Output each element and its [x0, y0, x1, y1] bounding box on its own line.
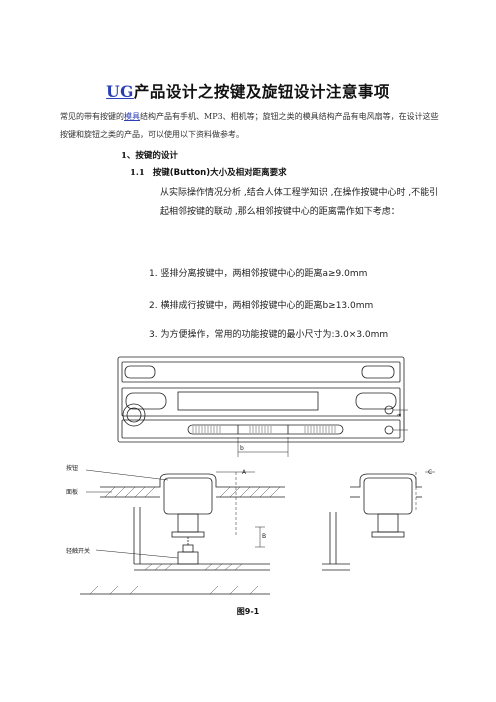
mold-link[interactable]: 模具: [124, 112, 140, 121]
left-button-pill: [125, 392, 167, 410]
knob-inner: [126, 407, 142, 423]
dim-label-a: a: [396, 413, 403, 417]
subsection-title: 按键(Button)大小及相对距离要求: [152, 168, 287, 178]
dim-label-B: B: [262, 533, 266, 540]
side-button-bottom: [384, 425, 394, 435]
pill-button-row: [187, 424, 344, 435]
body-paragraph: 从实际操作情况分析 ,结合人体工程学知识 ,在操作按键中心时 ,不能引起相邻按键…: [160, 188, 439, 217]
dim-label-b: b: [240, 445, 244, 452]
subsection-number: 1.1: [130, 168, 145, 178]
section-heading: 1、按键的设计: [121, 151, 178, 161]
cross-section-left: [80, 469, 285, 595]
label-tact-switch: 轻触开关: [66, 547, 90, 555]
intro-paragraph: 常见的带有按键的模具结构产品有手机、MP3、相机等；旋钮之类的模具结构产品有电风…: [60, 108, 445, 144]
top-strip: [121, 361, 401, 383]
cross-section-right: [322, 471, 435, 571]
side-button-top: [384, 405, 394, 415]
section-label-A: A: [242, 469, 247, 476]
label-button: 按钮: [66, 464, 78, 472]
list-item: 3. 为方便操作，常用的功能按键的最小尺寸为:3.0×3.0mm: [149, 330, 389, 340]
section-label-C: C: [428, 469, 432, 476]
list-item: 2. 横排成行按键中，两相邻按键中心的距离b≥13.0mm: [149, 301, 374, 311]
title-text: 产品设计之按键及旋钮设计注意事项: [133, 82, 390, 101]
list-item: 1. 竖排分离按键中，两相邻按键中心的距离a≥9.0mm: [149, 269, 368, 279]
intro-text-start: 常见的带有按键的: [60, 112, 124, 121]
display-window: [177, 391, 319, 411]
bottom-strip: [121, 419, 401, 439]
intro-text-end: 结构产品有手机、MP3、相机等；旋钮之类的模具结构产品有电风扇等，在设计这些按键…: [60, 112, 439, 139]
technical-drawing: a b: [66, 356, 435, 595]
knob-outer: [122, 403, 146, 427]
subsection-heading: 1.1 按键(Button)大小及相对距离要求: [130, 166, 287, 178]
left-top-button: [124, 365, 156, 379]
label-panel: 面板: [66, 488, 78, 496]
page-title: UG产品设计之按键及旋钮设计注意事项: [0, 80, 496, 102]
ug-title-link[interactable]: UG: [106, 82, 134, 101]
display-strip: [121, 387, 401, 417]
right-button-pill: [355, 392, 397, 410]
right-top-button: [361, 365, 395, 379]
device-panel-outline: [117, 356, 405, 443]
figure-caption: 图9-1: [236, 607, 260, 616]
